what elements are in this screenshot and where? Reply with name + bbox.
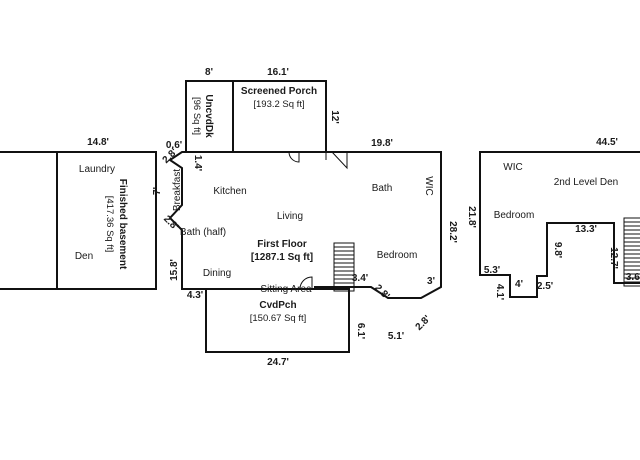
second-dim-2-5: 2.5' — [537, 281, 553, 292]
covered-porch-title: CvdPch — [259, 300, 296, 311]
second-dim-left: 21.8' — [466, 206, 477, 228]
room-kitchen: Kitchen — [213, 186, 246, 197]
dim-left-small: 1.4' — [192, 155, 203, 171]
stairs-second-level — [623, 217, 640, 287]
deck-area: [96 Sq ft] — [191, 97, 202, 135]
door-swing-top — [288, 151, 300, 163]
second-level-outline — [479, 151, 640, 298]
dim-right-main: 28.2' — [447, 221, 458, 243]
dim-bottom-left: 4.3' — [187, 290, 203, 301]
second-dim-13-3: 13.3' — [575, 224, 597, 235]
dim-bottom-3-4: 3.4' — [352, 273, 368, 284]
room-bath-half: Bath (half) — [180, 227, 226, 238]
room-wic: WIC — [423, 176, 434, 195]
covered-porch-outline — [205, 288, 350, 353]
dim-left-7: 7' — [152, 187, 163, 195]
second-dim-4: 4' — [515, 279, 523, 290]
basement-dim-top: 14.8' — [87, 137, 109, 148]
first-floor-title: First Floor — [257, 239, 307, 250]
second-dim-4-1: 4.1' — [494, 284, 505, 300]
basement-title: Finished basement — [117, 179, 128, 270]
porch-width-dim: 16.1' — [267, 67, 289, 78]
room-wic-2nd: WIC — [503, 162, 522, 173]
second-level-plan: WIC 2nd Level Den Bedroom 44.5' 21.8' 5.… — [466, 137, 640, 300]
room-sitting-area: Sitting Area — [260, 284, 312, 295]
porch-height-dim: 12' — [329, 110, 340, 124]
dim-bottom-diag-2: 2.8' — [414, 314, 433, 333]
covered-porch-area: [150.67 Sq ft] — [250, 313, 307, 324]
room-den: Den — [75, 251, 93, 262]
dim-cvd-right: 6.1' — [355, 323, 366, 339]
deck-title: UncvdDk — [203, 94, 214, 138]
dim-diag-left: 2.8' — [161, 214, 180, 233]
second-dim-9-8: 9.8' — [552, 242, 563, 258]
room-2nd-level-den: 2nd Level Den — [554, 177, 619, 188]
room-dining: Dining — [203, 268, 231, 279]
stairs-first-floor — [333, 242, 355, 292]
door-swing-right — [331, 151, 348, 170]
basement-plan: 14.8' Laundry Den Finished basement [417… — [0, 137, 157, 290]
second-dim-3-6: 3.6' — [626, 272, 640, 283]
door-swing-bottom — [299, 276, 313, 290]
dim-bottom-3: 3' — [427, 276, 435, 287]
dim-left-main: 15.8' — [169, 259, 180, 281]
screened-porch-title: Screened Porch — [241, 86, 317, 97]
room-living: Living — [277, 211, 303, 222]
dim-cvd-bottom: 24.7' — [267, 357, 289, 368]
dim-top-right: 19.8' — [371, 138, 393, 149]
room-bedroom: Bedroom — [377, 250, 418, 261]
room-bedroom-2nd: Bedroom — [494, 210, 535, 221]
room-bath: Bath — [372, 183, 393, 194]
second-dim-5-3: 5.3' — [484, 265, 500, 276]
first-floor-area: [1287.1 Sq ft] — [251, 252, 313, 263]
dim-bottom-5-1: 5.1' — [388, 331, 404, 342]
dim-top-small: 0.6' — [166, 140, 182, 151]
basement-outline — [0, 151, 157, 290]
room-laundry: Laundry — [79, 164, 115, 175]
room-breakfast: Breakfast — [172, 169, 183, 211]
basement-area: [417.36 Sq ft] — [104, 196, 115, 253]
second-dim-12-7: 12.7' — [608, 247, 619, 269]
screened-porch-area: [193.2 Sq ft] — [253, 99, 304, 110]
deck-width-dim: 8' — [205, 67, 213, 78]
second-dim-top: 44.5' — [596, 137, 618, 148]
first-floor-plan: 8' UncvdDk [96 Sq ft] 16.1' Screened Por… — [152, 67, 458, 368]
